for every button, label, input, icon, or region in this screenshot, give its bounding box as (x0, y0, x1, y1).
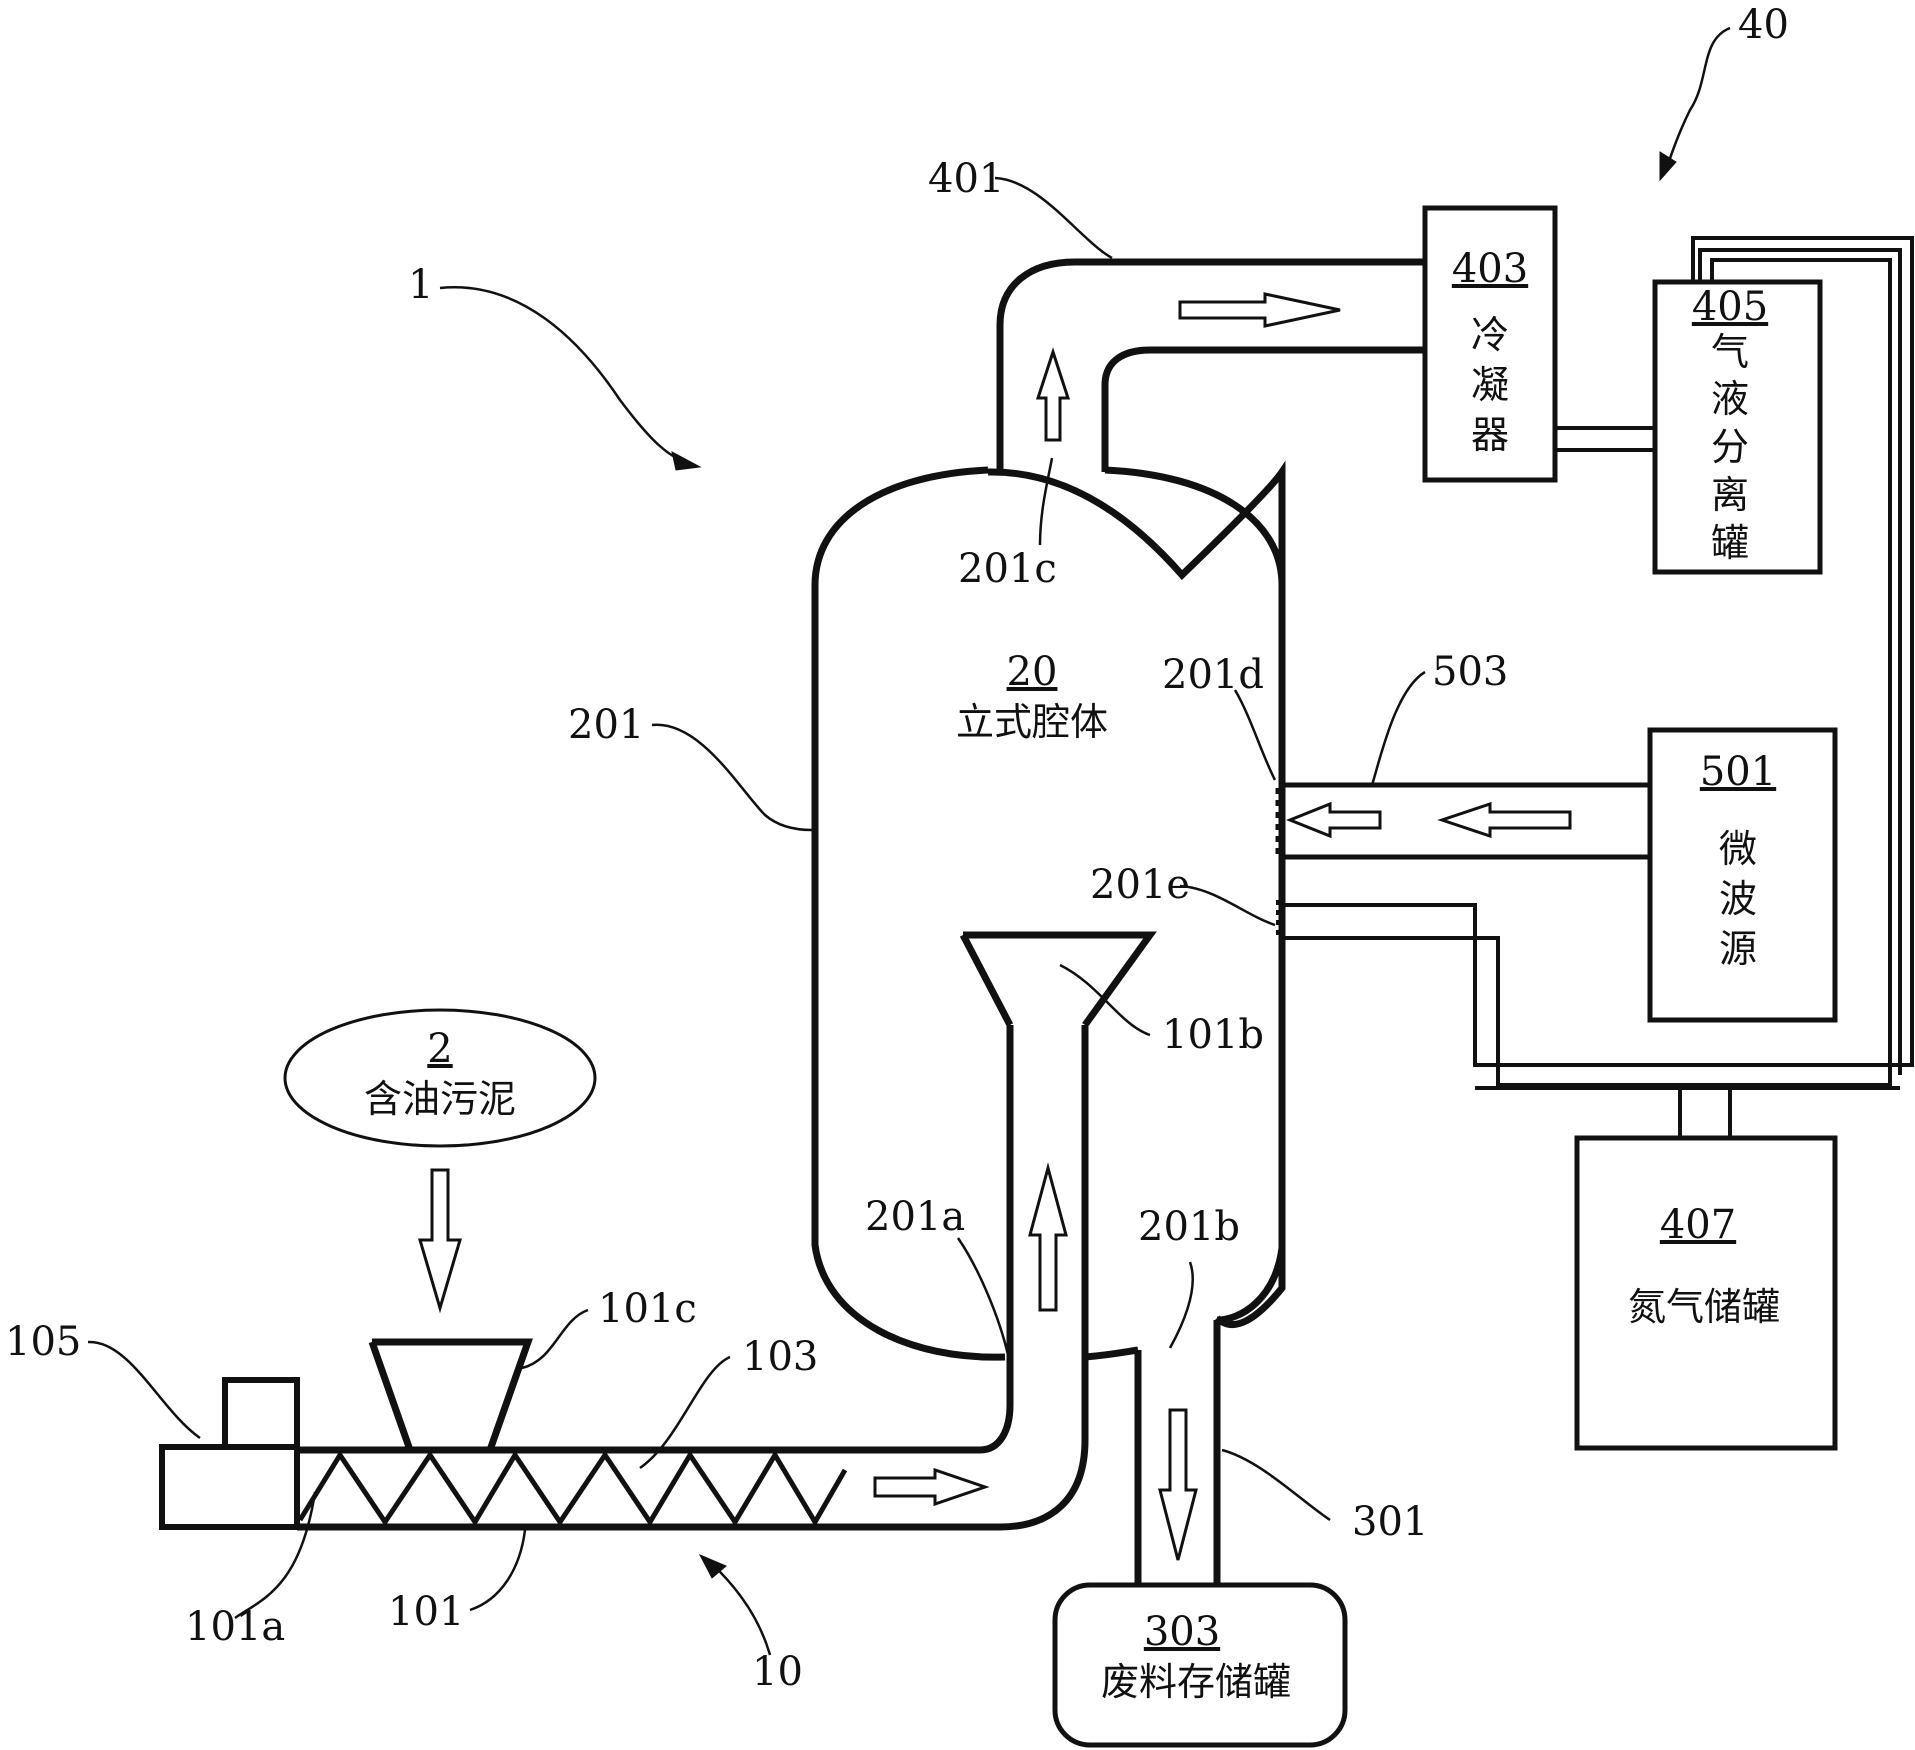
chamber-bottom-left (1084, 1346, 1139, 1361)
leader-201a (956, 1237, 1010, 1356)
feed-hopper (368, 1338, 533, 1452)
leader-201b (1168, 1261, 1194, 1349)
feeder-motor-top (222, 1377, 300, 1450)
leader-301 (1221, 1448, 1331, 1522)
outlet-funnel (959, 931, 1157, 1028)
vertical-chamber-shell (811, 466, 1006, 1361)
ref-201: 201 (568, 702, 644, 748)
nitrogen-name: 氮气储罐 (1628, 1285, 1780, 1329)
leader-201d (1233, 689, 1277, 781)
vapor-up-arrow (1035, 347, 1071, 442)
waste-name: 废料存储罐 (1101, 1660, 1291, 1704)
ref-103: 103 (742, 1334, 818, 1380)
separator-name-4: 离 (1711, 473, 1749, 517)
separator-name-2: 液 (1711, 377, 1749, 421)
condenser-box (1422, 205, 1558, 483)
microwave-arrow-right (1437, 801, 1572, 839)
leader-101 (469, 1529, 527, 1612)
separator-name-1: 气 (1711, 330, 1749, 374)
leader-40 (1663, 26, 1731, 173)
ref-301: 301 (1352, 1499, 1428, 1545)
chamber-name: 立式腔体 (956, 700, 1108, 744)
microwave-name-1: 微 (1719, 827, 1757, 871)
leader-201c (1038, 457, 1054, 546)
vapor-right-arrow (1178, 292, 1341, 328)
sludge-feed-arrow (417, 1168, 463, 1314)
nitrogen-line-inner (1282, 258, 1892, 1087)
ref-201b: 201b (1138, 1204, 1240, 1250)
leader-101b (1059, 963, 1151, 1037)
waste-number: 303 (1144, 1609, 1220, 1655)
feeder-motor-base (159, 1444, 300, 1530)
leader-105 (87, 1340, 201, 1440)
riser-pipe-inner (999, 1025, 1089, 1531)
oily-sludge-ellipse (283, 1008, 597, 1148)
leader-10-head (698, 1553, 727, 1579)
ref-401: 401 (928, 156, 1004, 202)
ref-101c: 101c (598, 1286, 697, 1332)
ref-105: 105 (5, 1319, 81, 1365)
feeder-flow-arrow (873, 1467, 990, 1507)
chamber-number: 20 (1007, 649, 1058, 695)
ref-201a: 201a (865, 1194, 965, 1240)
separator-number: 405 (1692, 284, 1768, 330)
ref-10: 10 (752, 1649, 803, 1695)
leader-10 (709, 1561, 772, 1656)
ref-101b: 101b (1162, 1012, 1264, 1058)
microwave-arrow-left (1285, 801, 1382, 839)
ref-40: 40 (1738, 2, 1789, 48)
riser-pipe-outer (979, 1025, 1014, 1454)
leader-101c (521, 1308, 589, 1370)
microwave-name-2: 波 (1719, 877, 1757, 921)
separator-box (1652, 279, 1823, 575)
separator-name-3: 分 (1711, 425, 1749, 469)
separator-name-5: 罐 (1711, 521, 1749, 565)
microwave-number: 501 (1700, 749, 1776, 795)
vapor-pipe-outer (996, 258, 1425, 472)
nitrogen-number: 407 (1660, 1202, 1736, 1248)
leader-503 (1370, 670, 1426, 786)
condenser-name-1: 冷 (1471, 313, 1509, 357)
ref-101a: 101a (185, 1604, 285, 1650)
vertical-chamber-body (987, 460, 1286, 1329)
vertical-chamber-shell-right (1104, 466, 1286, 782)
leader-40-head (1659, 151, 1677, 182)
vapor-pipe-inner (1101, 346, 1425, 472)
microwave-name-3: 源 (1719, 927, 1757, 971)
leader-401 (994, 176, 1113, 260)
leader-103 (639, 1355, 731, 1470)
ref-201c: 201c (958, 546, 1057, 592)
condenser-name-3: 器 (1471, 413, 1509, 457)
riser-flow-arrow (1028, 1162, 1068, 1312)
leader-201 (651, 723, 813, 832)
ref-101: 101 (388, 1589, 464, 1635)
nitrogen-tank-box (1574, 1135, 1838, 1451)
screw-spiral (297, 1450, 848, 1527)
vertical-chamber-shell-right-bottom (1216, 940, 1286, 1324)
ref-1: 1 (408, 262, 433, 308)
sludge-number: 2 (427, 1026, 452, 1072)
waste-down-arrow (1158, 1408, 1198, 1561)
sludge-name: 含油污泥 (364, 1077, 516, 1121)
waste-storage-tank (1052, 1582, 1348, 1748)
leader-201e (1179, 884, 1276, 927)
leader-1 (439, 286, 696, 467)
nitrogen-line-middle (1698, 248, 1902, 1075)
condenser-number: 403 (1452, 246, 1528, 292)
nitrogen-line-outer (1282, 236, 1914, 1067)
ref-201d: 201d (1162, 652, 1264, 698)
leader-101a (234, 1491, 317, 1620)
condenser-name-2: 凝 (1471, 363, 1509, 407)
ref-201e: 201e (1090, 862, 1190, 908)
ref-503: 503 (1432, 649, 1508, 695)
leader-1-head (671, 451, 702, 471)
microwave-box (1647, 727, 1838, 1023)
